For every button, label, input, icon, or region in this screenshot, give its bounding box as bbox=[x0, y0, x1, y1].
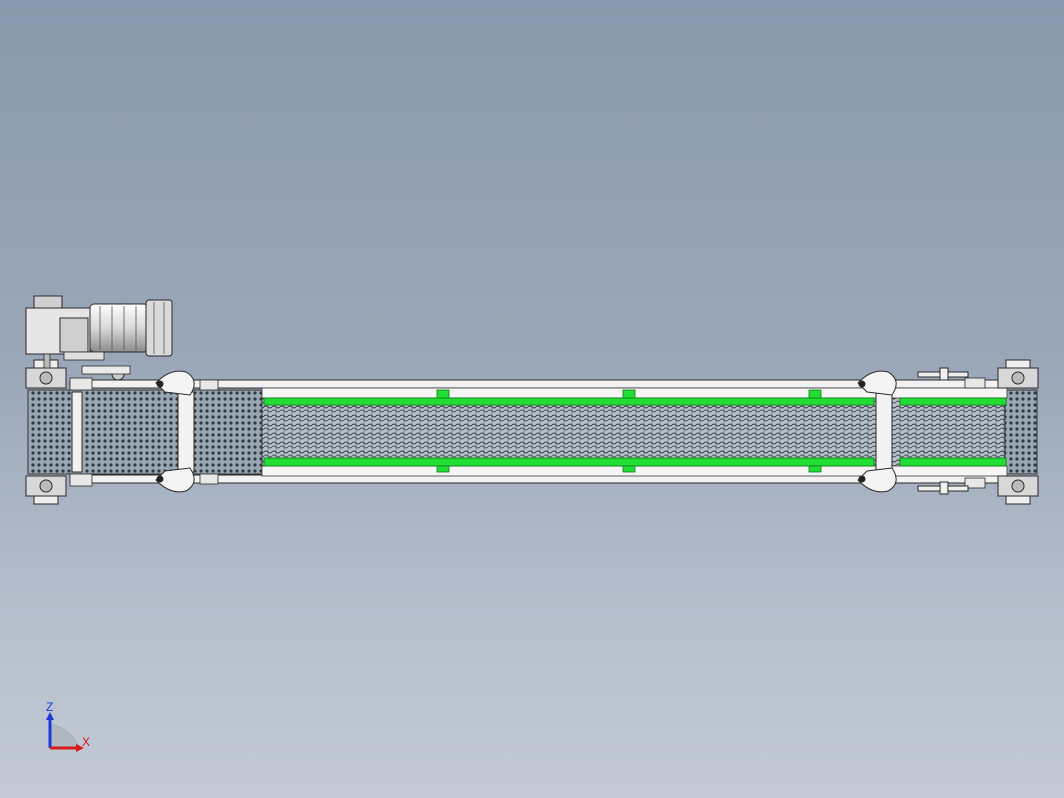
drive-coupling bbox=[81, 365, 131, 375]
conveyor-assembly[interactable] bbox=[25, 359, 1039, 505]
z-axis-arrow bbox=[46, 712, 54, 720]
green-guide-rail-bottom bbox=[263, 457, 875, 467]
tension-rods bbox=[917, 367, 969, 495]
cross-supports bbox=[71, 391, 893, 473]
x-axis-arrow bbox=[76, 744, 84, 752]
belt-mesh-right bbox=[1004, 389, 1038, 475]
z-axis-label: Z bbox=[46, 700, 53, 714]
motor-mount bbox=[63, 351, 105, 361]
x-axis-label: X bbox=[82, 735, 90, 749]
triad-plane bbox=[49, 723, 81, 749]
belt-mesh-left bbox=[27, 389, 269, 475]
rail-clamps bbox=[436, 389, 822, 473]
end-sprocket-right bbox=[997, 359, 1039, 505]
end-sprocket-left bbox=[25, 359, 67, 505]
motor-shaft bbox=[43, 353, 51, 369]
coordinate-triad: Z X bbox=[46, 700, 90, 752]
motor-fins bbox=[99, 302, 165, 354]
gearbox-flange bbox=[59, 317, 89, 353]
fork-bracket-right bbox=[857, 370, 897, 493]
green-guide-rail-top-right bbox=[899, 397, 1007, 406]
gear-motor[interactable] bbox=[25, 295, 173, 381]
motor-body bbox=[89, 303, 149, 353]
green-guide-rail-bottom-right bbox=[899, 457, 1007, 467]
green-guide-rail-top bbox=[263, 397, 875, 406]
fork-bracket-left bbox=[155, 370, 195, 493]
gearbox-top-cap bbox=[33, 295, 63, 309]
bracket-blocks bbox=[69, 377, 986, 489]
motor-end-cap bbox=[145, 299, 173, 357]
